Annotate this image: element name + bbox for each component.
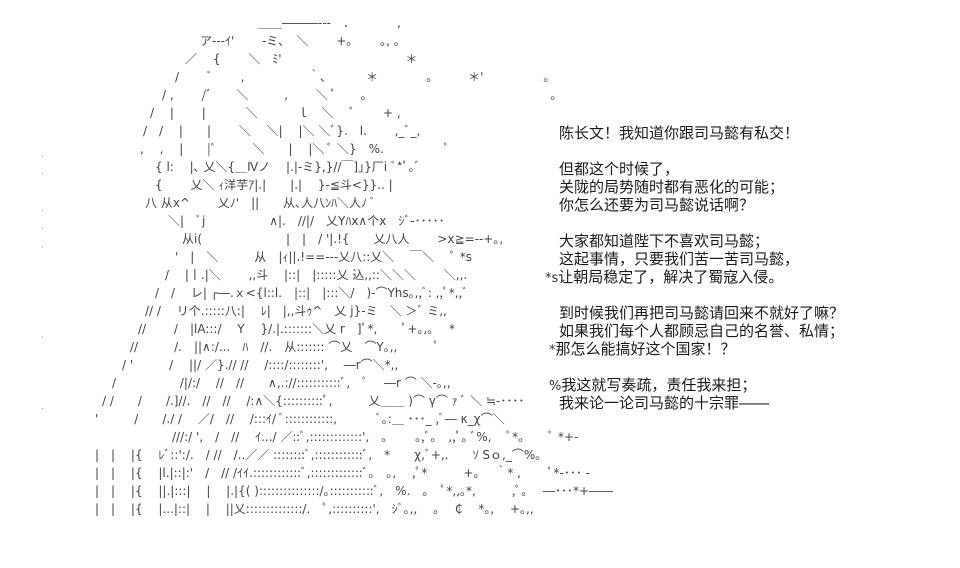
margin-dot <box>42 408 43 409</box>
ascii-art-line: ' | ＼ 从 |ｨ||.!==‐‐-乂八::乂＼ ￣＼ ﾟ *s <box>175 250 472 264</box>
ascii-art-line: ///:/ ', / // ｲ.../ ／::ﾞ,:::::::::::::',… <box>100 430 579 444</box>
margin-dot <box>42 173 43 174</box>
dialogue-line-text: 这起事情，只要我们苦一苦司马懿， <box>559 250 800 268</box>
dialogue-line: 我来论一论司马懿的十宗罪―― <box>559 394 769 412</box>
dialogue-line: *s让朝局稳定了，解决了蜀寇入侵。 <box>545 268 783 288</box>
ascii-art-line: / / / /.]//. // // /:∧＼{::::::::::ﾟ, 乂＿＿… <box>102 394 525 408</box>
dialogue-line-text: 我这就写奏疏，责任我来担； <box>561 376 757 394</box>
dialogue-line: 你怎么还要为司马懿说话啊？ <box>559 196 754 214</box>
ascii-art-line: 八 从x^ 乂ﾉ' || 从､人八ﾝﾊ＼人ﾉ ﾞ <box>145 196 376 210</box>
ascii-art-line: ＿＿―――‐‐- ． , <box>258 16 401 30</box>
dialogue-line-text: 那怎么能搞好这个国家！？ <box>555 340 736 358</box>
dialogue-line: 陈长文！我知道你跟司马懿有私交！ <box>559 124 799 142</box>
dialogue-line-text: 让朝局稳定了，解决了蜀寇入侵。 <box>558 268 784 286</box>
ascii-art-line: / | | ＼ ｌ ＼ ﾟ + , <box>150 106 401 120</box>
ascii-art-line: { 乂＼ ｨ洋芋ｱ|.| |.| }-≦斗<}}.. | <box>155 178 393 192</box>
ascii-art-line: | | |{ ||.|:::| | |.|{( ):::::::::::::::… <box>95 484 614 498</box>
dialogue-line-text: 你怎么还要为司马懿说话啊？ <box>559 196 755 214</box>
dialogue-line: 关陇的局势随时都有恶化的可能； <box>559 178 784 196</box>
dialogue-line: 如果我们每个人都顾忌自己的名誉、私情； <box>559 322 844 340</box>
dialogue-line-text: 如果我们每个人都顾忌自己的名誉、私情； <box>559 322 845 340</box>
dialogue-line: 到时候我们再把司马懿请回来不就好了嘛？ <box>559 304 844 322</box>
dialogue-line: 这起事情，只要我们苦一苦司马懿， <box>559 250 799 268</box>
ascii-art-line: | | |{ ﾚﾞ::':/. / // /..／／ ::::::::ﾞ,:::… <box>95 448 542 462</box>
margin-dot <box>42 210 43 211</box>
ascii-art-line: ／ { ＼ ﾐ' ＊ <box>185 52 418 66</box>
dialogue-line-text: 但都这个时候了， <box>559 160 680 178</box>
dialogue-line-text: 我来论一论司马懿的十宗罪―― <box>559 394 770 412</box>
ascii-art-line: | | |{ |l.|::|:' / // /ｲｲ.::::::::::::ﾞ,… <box>95 466 591 480</box>
ascii-art-line: / / | | ＼ ＼| |＼ ＼ﾞ}. l. ,_ﾞ_, <box>143 124 421 138</box>
ascii-art-line: // / リ个.:::::八:| ﾚ| |,,斗ｩ^ 乂 j}-ミ ＼ ＞ﾞ ミ… <box>145 304 447 318</box>
dialogue-line: 但都这个时候了， <box>559 160 679 178</box>
dialogue-line-text: 关陇的局势随时都有恶化的可能； <box>559 178 785 196</box>
ascii-art-line: / ﾞ , ｀､ ＊ 。 ＊' ｡ <box>175 70 550 84</box>
dialogue-line-prefix: % <box>549 379 562 394</box>
ascii-art-line: | | |{ |...|::| | ||乂::::::::::::::/. ﾟ,… <box>95 502 534 516</box>
ascii-art-line: // / |lA:::/ Y }/.|.:::::::＼乂 r ]ﾟ*, ﾟ+｡… <box>138 322 456 336</box>
ascii-art-line: ア‐‐-ｲ' -ミ､ ＼ +｡ ｡, ｡ <box>200 34 400 48</box>
ascii-art-line: { l: |､ 乂＼{＿Ⅳノ |.|-ミ},}//￣]｣}厂i ﾞ*ﾟ｡ﾞ <box>155 160 421 174</box>
dialogue-line-text: 陈长文！我知道你跟司马懿有私交！ <box>559 124 800 142</box>
dialogue-line-prefix: *s <box>545 271 559 286</box>
ascii-art-line: / /|/:/ // // ∧,.://:::::::::::ﾞ, ﾟ ―r ⌒… <box>112 376 451 390</box>
ascii-art-line: / ' / ||/ ／}.// // /::::/::::::::', ―r⌒＼… <box>122 358 399 372</box>
dialogue-line: %我这就写奏疏，责任我来担； <box>549 376 756 396</box>
ascii-art-line: / |丨.|＼ ,,斗 |::| |:::::乂 込,,::＼＼＼ ＼,,. <box>165 268 468 282</box>
dialogue-line-text: 大家都知道陛下不喜欢司马懿； <box>559 232 770 250</box>
dialogue-line: 大家都知道陛下不喜欢司马懿； <box>559 232 769 250</box>
margin-dot <box>42 246 43 247</box>
margin-dot <box>42 337 43 338</box>
ascii-art-line: // /. ||∧:/... ﾊ //. 从::::::: ⌒乂 ⌒Y｡,, ﾟ <box>130 340 440 354</box>
dialogue-line: *那怎么能搞好这个国家！？ <box>549 340 736 360</box>
margin-dot <box>42 228 43 229</box>
margin-dot <box>42 156 43 157</box>
dialogue-line-prefix: * <box>549 343 556 358</box>
ascii-art-line: ' / /./ / ／/ // /:::ｲ/ ﾞ::::::::::::, ﾞ｡… <box>95 412 505 426</box>
ascii-art-line: / , /ﾞ ＼ , ＼ ﾟ 。 ｡ <box>162 88 557 102</box>
ascii-art-line: ＼| ﾞj ∧|. //|/ 乂Yﾊx∧个x ｼﾞ-･････ <box>168 214 445 228</box>
dialogue-line-text: 到时候我们再把司马懿请回来不就好了嘛？ <box>559 304 845 322</box>
ascii-art-line: , , | |ﾞ ＼ | |＼ ﾟ ＼} %. ﾟ <box>140 142 450 156</box>
ascii-art-line: 从i( | | / '|.!{ 乂八人 >x≧=-‐+｡, <box>182 232 504 246</box>
ascii-art-line: / / レ| ┌―.ｘ<{l::l. |::| |:::＼/ )-⌒Yhs｡,,… <box>155 286 468 300</box>
